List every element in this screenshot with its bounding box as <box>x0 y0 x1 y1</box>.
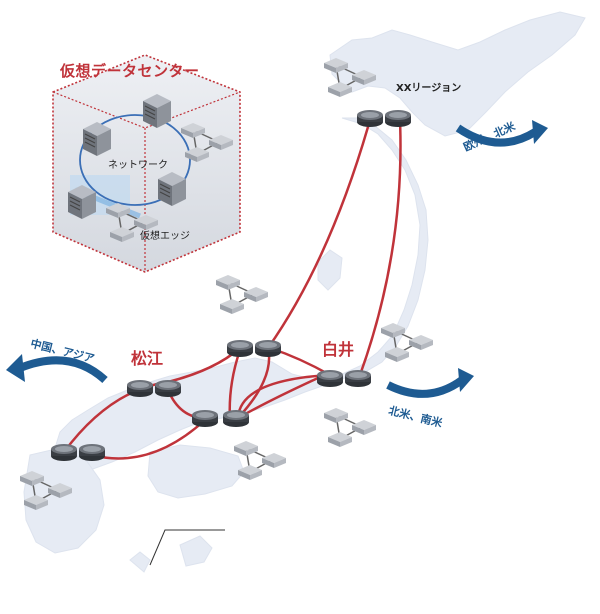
router-icon-hokkaido-2 <box>385 110 411 127</box>
router-icon-kansai-2 <box>255 340 281 357</box>
edge-cluster-icon-kanto <box>324 408 376 447</box>
datacenter-label-matsue: 松江 <box>131 349 164 368</box>
router-icon-osaka-1 <box>192 410 218 427</box>
vdc-server-icon-4 <box>67 184 97 220</box>
vdc-server-icon-3 <box>157 171 187 207</box>
router-icon-hokkaido-1 <box>357 110 383 127</box>
router-icon-kansai-1 <box>227 340 253 357</box>
inset-divider <box>149 529 225 566</box>
arrow-americas-icon <box>386 368 474 398</box>
virtual-edge-label: 仮想エッジ <box>140 231 190 242</box>
region-label-hokkaido: XXリージョン <box>396 83 462 94</box>
router-icon-matsue-1 <box>127 380 153 397</box>
edge-cluster-icon-hokuriku <box>216 275 268 314</box>
arrow-europe-na-icon <box>455 120 548 147</box>
vdc-server-icon-2 <box>142 93 172 129</box>
edge-cluster-icon-kinki <box>234 441 286 480</box>
router-icon-kyushu-2 <box>79 444 105 461</box>
network-label: ネットワーク <box>108 160 168 171</box>
arrow-asia-icon <box>6 354 108 384</box>
router-icon-osaka-2 <box>223 410 249 427</box>
datacenter-label-shiroi: 白井 <box>322 340 355 359</box>
virtual-dc-title: 仮想データセンター <box>60 62 200 80</box>
router-icon-shiroi-2 <box>345 370 371 387</box>
router-icon-shiroi-1 <box>317 370 343 387</box>
router-icon-kyushu-1 <box>51 444 77 461</box>
vdc-server-icon-1 <box>82 121 112 157</box>
router-icon-matsue-2 <box>155 380 181 397</box>
